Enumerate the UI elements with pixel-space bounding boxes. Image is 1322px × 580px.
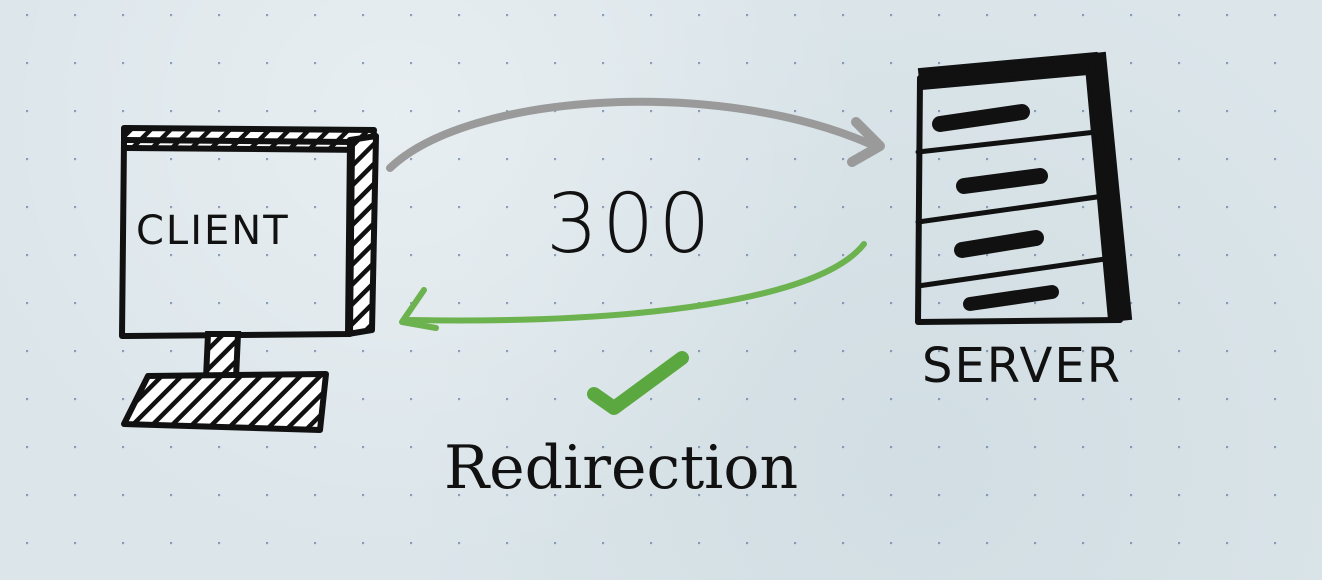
- request-arrow: [386, 97, 885, 172]
- server-rack-icon: [915, 51, 1133, 325]
- response-arrow: [399, 241, 867, 331]
- caption-label: Redirection: [444, 433, 798, 503]
- status-code-label: 300: [546, 177, 715, 272]
- server-label: SERVER: [922, 338, 1122, 394]
- monitor-icon: [119, 125, 379, 433]
- checkmark-icon: [587, 351, 689, 415]
- client-label: CLIENT: [136, 208, 290, 254]
